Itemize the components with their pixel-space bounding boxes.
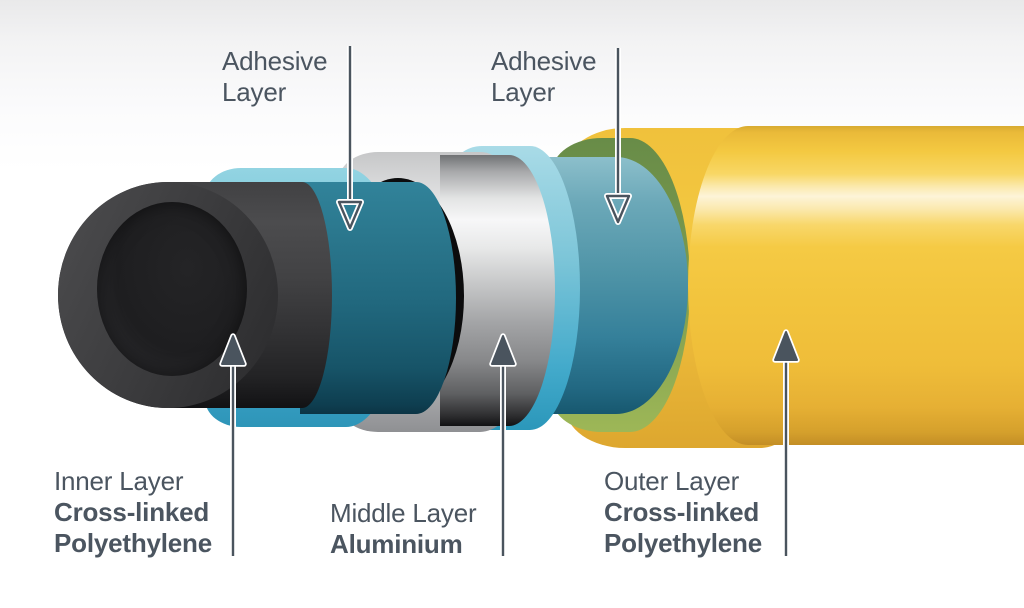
label-line: Layer — [491, 77, 556, 107]
layer-name: Outer Layer — [604, 466, 740, 496]
label-adhesive-layer-2: Adhesive Layer — [491, 46, 597, 108]
inner-layer-bore — [97, 202, 247, 376]
label-outer-layer: Outer Layer Cross-linked Polyethylene — [604, 466, 762, 559]
layer-material: Aluminium — [330, 529, 463, 559]
layer-material: Cross-linked — [604, 497, 760, 527]
label-line: Adhesive — [491, 46, 597, 76]
label-inner-layer: Inner Layer Cross-linked Polyethylene — [54, 466, 212, 559]
layer-name: Inner Layer — [54, 466, 184, 496]
label-line: Adhesive — [222, 46, 328, 76]
layer-material: Polyethylene — [604, 528, 762, 558]
outer-layer-body — [688, 126, 1024, 445]
layer-name: Middle Layer — [330, 498, 477, 528]
label-adhesive-layer-1: Adhesive Layer — [222, 46, 328, 108]
label-line: Layer — [222, 77, 287, 107]
layer-material: Cross-linked — [54, 497, 210, 527]
layer-material: Polyethylene — [54, 528, 212, 558]
label-middle-layer: Middle Layer Aluminium — [330, 498, 477, 560]
